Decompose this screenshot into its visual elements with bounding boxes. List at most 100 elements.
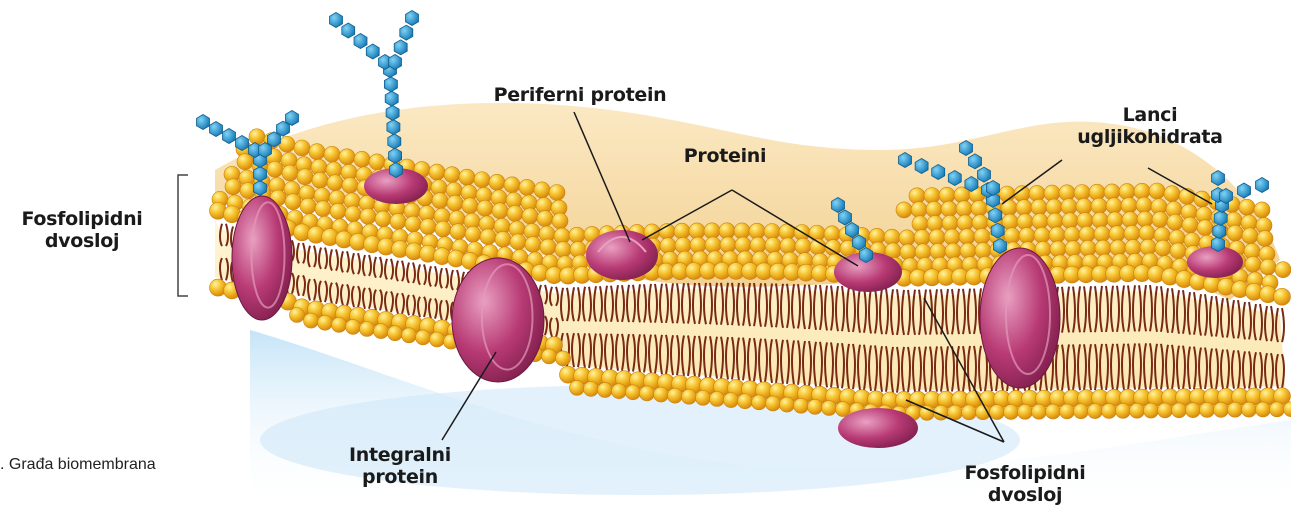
phospholipid-head	[525, 236, 541, 252]
sugar-unit	[1220, 189, 1233, 204]
phospholipid-head	[682, 389, 697, 404]
sugar-unit	[839, 210, 852, 225]
phospholipid-head	[1274, 288, 1291, 305]
phospholipid-head	[375, 211, 391, 227]
phospholipid-head	[225, 179, 241, 195]
phospholipid-head	[780, 397, 795, 412]
phospholipid-head	[444, 167, 460, 183]
phospholipid-head	[1089, 184, 1105, 200]
sugar-unit	[354, 34, 367, 49]
phospholipid-head	[495, 231, 511, 247]
phospholipid-head	[279, 136, 295, 152]
phospholipid-head	[1170, 243, 1186, 259]
phospholipid-head	[941, 201, 957, 217]
phospholipid-head	[836, 402, 851, 417]
phospholipid-head	[1256, 402, 1271, 417]
phospholipid-head	[290, 308, 305, 323]
phospholipid-head	[1061, 199, 1077, 215]
phospholipid-head	[764, 224, 780, 240]
phospholipid-head	[660, 238, 676, 254]
phospholipid-head	[1137, 211, 1153, 227]
phospholipid-head	[959, 229, 975, 245]
sugar-unit	[899, 153, 912, 168]
phospholipid-head	[719, 223, 735, 239]
phospholipid-head	[914, 230, 930, 246]
phospholipid-head	[309, 144, 325, 160]
phospholipid-head	[690, 237, 706, 253]
phospholipid-head	[1242, 228, 1258, 244]
phospholipid-head	[1260, 259, 1276, 275]
phospholipid-head	[459, 169, 475, 185]
phospholipid-head	[1095, 240, 1111, 256]
phospholipid-head	[924, 188, 940, 204]
label-bilayer-left: Fosfolipidni dvosloj	[6, 208, 158, 252]
phospholipid-head	[710, 392, 725, 407]
phospholipid-head	[1032, 404, 1047, 419]
integral-protein	[232, 196, 292, 320]
sugar-unit	[1213, 224, 1226, 239]
label-bilayer-left-line1: Fosfolipidni	[6, 208, 158, 230]
label-bilayer-left-line2: dvosloj	[6, 230, 158, 252]
phospholipid-head	[808, 399, 823, 414]
phospholipid-head	[1102, 403, 1117, 418]
phospholipid-head	[1019, 227, 1035, 243]
phospholipid-head	[1197, 220, 1213, 236]
integral-protein	[452, 258, 544, 382]
label-bilayer-bottom-line2: dvosloj	[950, 484, 1100, 506]
phospholipid-head	[1124, 225, 1140, 241]
label-carbohydrate-line2: ugljikohidrata	[1070, 126, 1230, 148]
phospholipid-head	[1254, 202, 1270, 218]
phospholipid-head	[1110, 240, 1126, 256]
phospholipid-head	[1050, 241, 1066, 257]
phospholipid-head	[1016, 200, 1032, 216]
sugar-unit	[385, 91, 398, 106]
phospholipid-head	[405, 216, 421, 232]
sugar-unit	[384, 77, 397, 92]
phospholipid-head	[569, 227, 585, 243]
sugar-unit	[860, 248, 873, 263]
label-bilayer-bottom: Fosfolipidni dvosloj	[950, 462, 1100, 506]
phospholipid-head	[1106, 198, 1122, 214]
sugar-unit	[236, 136, 249, 151]
phospholipid-head	[1228, 402, 1243, 417]
phospholipid-head	[237, 154, 253, 170]
fatty-acid-tail	[1282, 308, 1284, 342]
phospholipid-head	[342, 177, 358, 193]
phospholipid-head	[766, 396, 781, 411]
phospholipid-head	[489, 174, 505, 190]
sugar-unit	[965, 177, 978, 192]
phospholipid-head	[939, 187, 955, 203]
phospholipid-head	[315, 201, 331, 217]
phospholipid-head	[724, 393, 739, 408]
phospholipid-head	[447, 195, 463, 211]
sugar-unit	[389, 148, 402, 163]
phospholipid-head	[1172, 403, 1187, 418]
phospholipid-head	[626, 385, 641, 400]
sugar-unit	[978, 167, 991, 182]
phospholipid-head	[960, 243, 976, 259]
sugar-unit	[366, 44, 379, 59]
phospholipid-head	[1167, 214, 1183, 230]
sugar-unit	[259, 143, 272, 158]
sugar-unit	[1214, 211, 1227, 226]
phospholipid-head	[420, 219, 436, 235]
sugar-unit	[1212, 237, 1225, 252]
phospholipid-head	[1270, 402, 1285, 417]
phospholipid-head	[1046, 199, 1062, 215]
phospholipid-head	[318, 315, 333, 330]
sugar-unit	[210, 122, 223, 137]
phospholipid-head	[1004, 228, 1020, 244]
phospholipid-head	[927, 215, 943, 231]
phospholipid-head	[1031, 199, 1047, 215]
phospholipid-head	[962, 405, 977, 420]
phospholipid-head	[1121, 197, 1137, 213]
phospholipid-head	[598, 383, 613, 398]
phospholipid-head	[1107, 212, 1123, 228]
phospholipid-head	[912, 216, 928, 232]
phospholipid-head	[1018, 404, 1033, 419]
phospholipid-head	[1065, 241, 1081, 257]
phospholipid-head	[765, 237, 781, 253]
phospholipid-head	[477, 200, 493, 216]
